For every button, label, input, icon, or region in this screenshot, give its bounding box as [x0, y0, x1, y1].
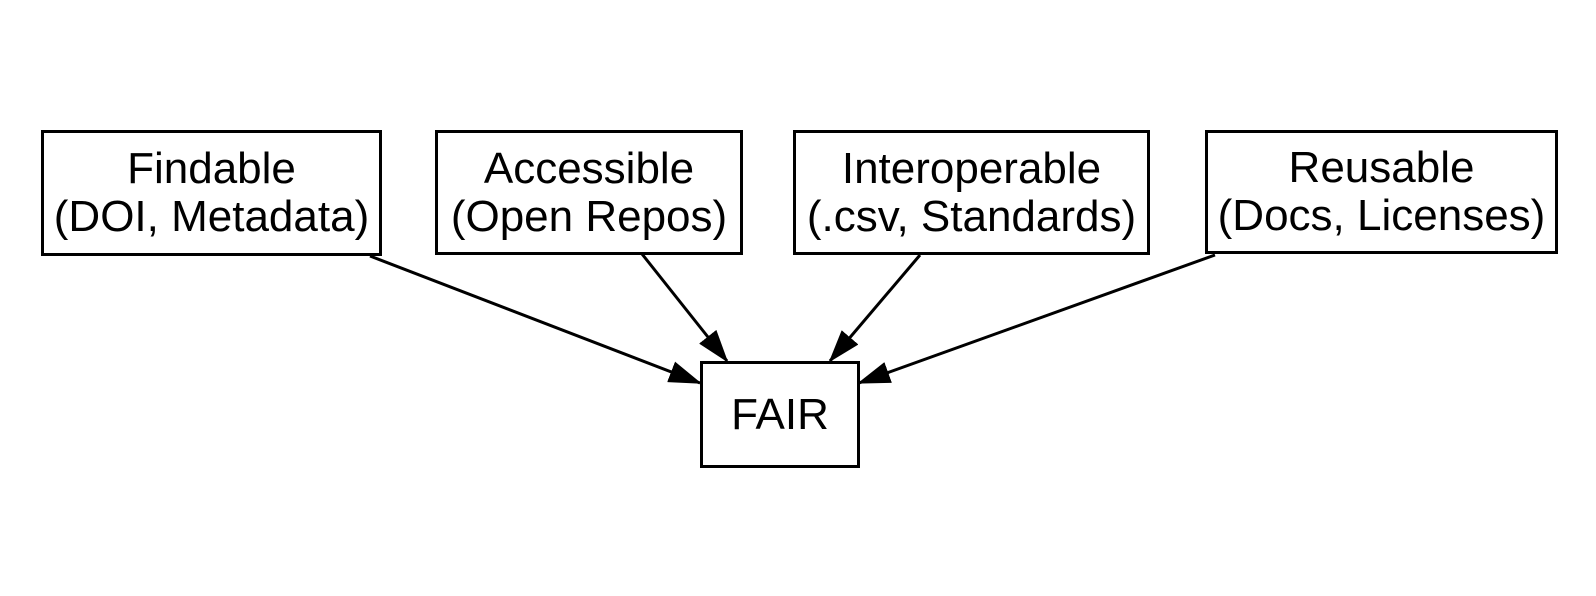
node-reusable: Reusable (Docs, Licenses)	[1205, 130, 1558, 254]
node-reusable-title: Reusable	[1288, 143, 1475, 192]
node-fair-label: FAIR	[731, 389, 829, 439]
node-findable-subtitle: (DOI, Metadata)	[53, 192, 370, 241]
node-interoperable-subtitle: (.csv, Standards)	[806, 191, 1137, 241]
node-interoperable: Interoperable (.csv, Standards)	[793, 130, 1150, 255]
node-accessible-title: Accessible	[483, 143, 695, 193]
node-accessible-subtitle: (Open Repos)	[450, 191, 728, 241]
edge-findable-to-fair	[369, 254, 702, 385]
node-accessible: Accessible (Open Repos)	[435, 130, 743, 255]
edge-interoperable-to-fair	[828, 254, 922, 363]
node-interoperable-title: Interoperable	[841, 143, 1102, 193]
node-findable: Findable (DOI, Metadata)	[41, 130, 382, 256]
node-fair: FAIR	[700, 361, 860, 468]
edge-accessible-to-fair	[640, 253, 729, 363]
node-reusable-subtitle: (Docs, Licenses)	[1217, 191, 1546, 240]
node-findable-title: Findable	[127, 144, 296, 193]
edge-reusable-to-fair	[857, 253, 1216, 385]
